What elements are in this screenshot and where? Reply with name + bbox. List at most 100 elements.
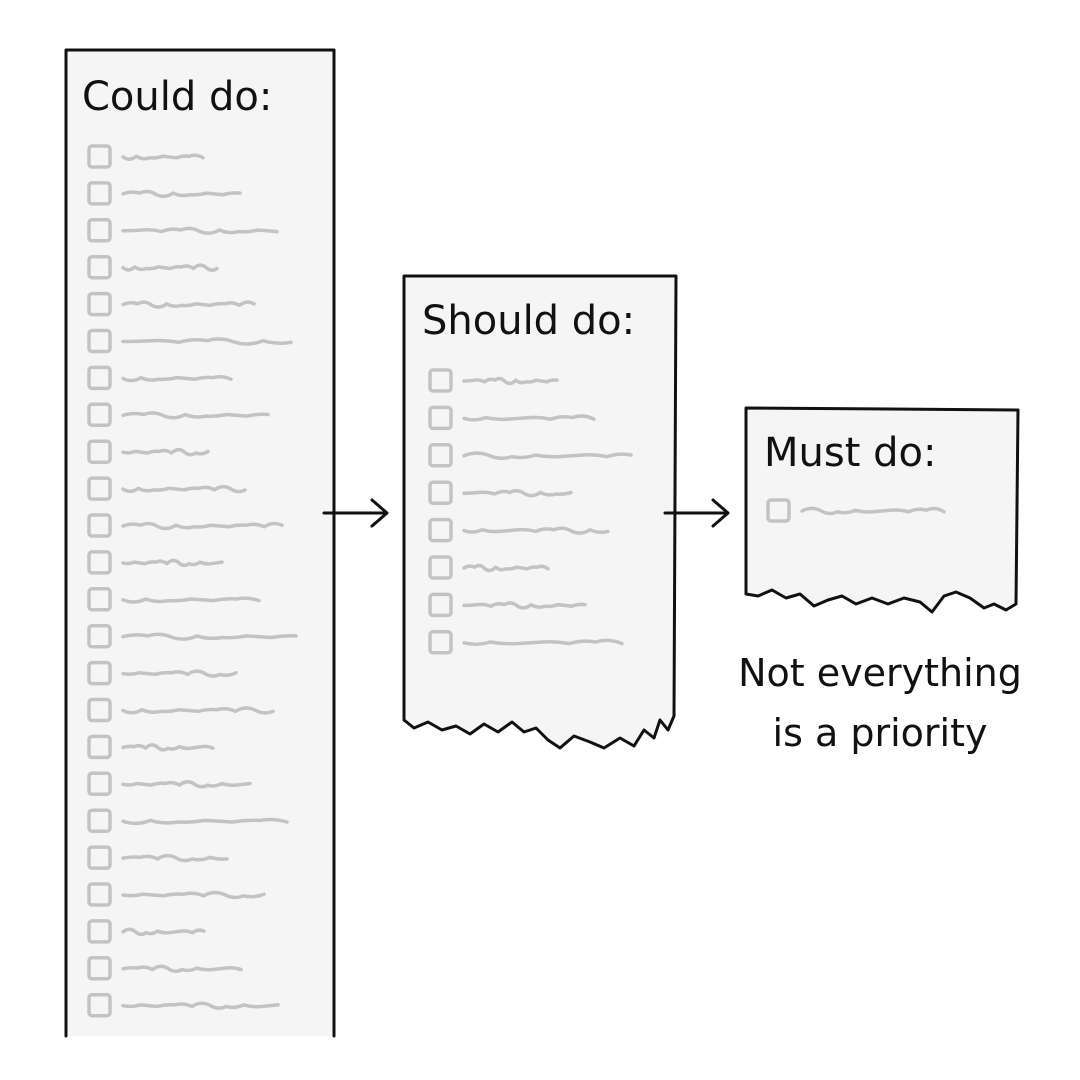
checklist-item xyxy=(766,498,946,523)
checklist-item xyxy=(428,368,559,393)
scribble-line xyxy=(121,300,256,309)
checklist-item xyxy=(87,697,275,723)
checklist-item xyxy=(87,254,219,280)
checklist-item xyxy=(428,405,596,431)
checkbox-placeholder xyxy=(428,480,453,505)
checklist-item xyxy=(87,623,298,649)
checklist-item xyxy=(87,550,224,575)
checkbox-placeholder xyxy=(87,956,112,981)
checkbox-placeholder xyxy=(87,550,112,575)
scribble-line xyxy=(121,411,270,420)
scribble-line xyxy=(462,563,550,573)
must-do-items xyxy=(766,498,946,523)
checklist-item xyxy=(87,660,238,686)
checkbox-placeholder xyxy=(87,734,112,760)
checklist-item xyxy=(87,992,280,1018)
checklist-item xyxy=(428,630,624,655)
arrow-should-to-must xyxy=(663,498,730,528)
checklist-item xyxy=(87,734,215,760)
scribble-line xyxy=(121,263,219,272)
checklist-item xyxy=(87,439,210,464)
scribble-line xyxy=(121,484,247,494)
checkbox-placeholder xyxy=(428,443,453,468)
should-do-items xyxy=(428,368,633,655)
scribble-line xyxy=(121,596,261,604)
checkbox-placeholder xyxy=(428,555,453,580)
checkbox-placeholder xyxy=(87,992,112,1018)
scribble-line xyxy=(462,376,559,386)
must-do-title: Must do: xyxy=(764,430,936,476)
checkbox-placeholder xyxy=(87,218,112,243)
could-do-title: Could do: xyxy=(82,74,272,120)
checkbox-placeholder xyxy=(87,882,112,907)
checkbox-placeholder xyxy=(428,405,453,431)
should-do-sheet xyxy=(402,274,678,750)
scribble-line xyxy=(462,414,596,422)
scribble-line xyxy=(121,964,243,973)
checkbox-placeholder xyxy=(87,365,112,391)
scribble-line xyxy=(121,853,229,863)
checkbox-placeholder xyxy=(87,181,112,206)
scribble-line xyxy=(121,521,284,531)
scribble-line xyxy=(462,526,610,535)
scribble-line xyxy=(462,638,624,646)
checklist-item xyxy=(87,291,256,317)
scribble-line xyxy=(121,890,266,900)
scribble-line xyxy=(121,448,210,457)
checkbox-placeholder xyxy=(87,919,112,944)
checkbox-placeholder xyxy=(87,328,112,354)
checkbox-placeholder xyxy=(87,771,112,797)
checklist-item xyxy=(87,402,270,428)
checklist-item xyxy=(428,480,573,505)
checkbox-placeholder xyxy=(766,498,791,523)
checkbox-placeholder xyxy=(87,513,112,538)
checkbox-placeholder xyxy=(87,660,112,686)
scribble-line xyxy=(121,706,275,715)
checklist-item xyxy=(87,845,229,870)
checklist-item xyxy=(87,365,233,391)
caption-line-2: is a priority xyxy=(773,711,988,755)
scribble-line xyxy=(121,153,205,161)
checklist-item xyxy=(428,555,550,580)
checklist-item xyxy=(87,218,279,243)
checklist-item xyxy=(87,771,252,797)
scribble-line xyxy=(462,451,633,460)
scribble-line xyxy=(121,817,289,826)
must-do-list: Must do: xyxy=(744,406,1020,614)
checkbox-placeholder xyxy=(428,592,453,618)
checkbox-placeholder xyxy=(87,402,112,428)
checklist-item xyxy=(87,181,242,206)
checklist-item xyxy=(87,476,247,501)
scribble-line xyxy=(121,927,206,937)
checkbox-placeholder xyxy=(428,630,453,655)
could-do-items xyxy=(87,144,298,1018)
scribble-line xyxy=(121,226,279,235)
checklist-item xyxy=(87,882,266,907)
could-do-list: Could do: xyxy=(64,48,336,1038)
checklist-item xyxy=(428,517,610,543)
arrow-could-to-should xyxy=(322,498,389,528)
scribble-line xyxy=(121,558,224,568)
checklist-item xyxy=(87,144,205,169)
checklist-item xyxy=(428,443,633,468)
checklist-item xyxy=(87,587,261,612)
checkbox-placeholder xyxy=(87,254,112,280)
scribble-line xyxy=(121,669,238,678)
scribble-line xyxy=(800,506,946,516)
scribble-line xyxy=(121,1001,280,1010)
checkbox-placeholder xyxy=(87,291,112,317)
caption: Not everything is a priority xyxy=(738,651,1022,755)
checklist-item xyxy=(87,956,243,981)
checklist-item xyxy=(87,328,293,354)
checklist-item xyxy=(87,808,289,833)
scribble-line xyxy=(121,743,215,752)
checkbox-placeholder xyxy=(87,845,112,870)
scribble-line xyxy=(462,489,573,498)
checkbox-placeholder xyxy=(428,517,453,543)
scribble-line xyxy=(121,189,242,199)
checkbox-placeholder xyxy=(87,808,112,833)
checklist-item xyxy=(428,592,587,618)
checklist-item xyxy=(87,919,206,944)
checkbox-placeholder xyxy=(87,697,112,723)
